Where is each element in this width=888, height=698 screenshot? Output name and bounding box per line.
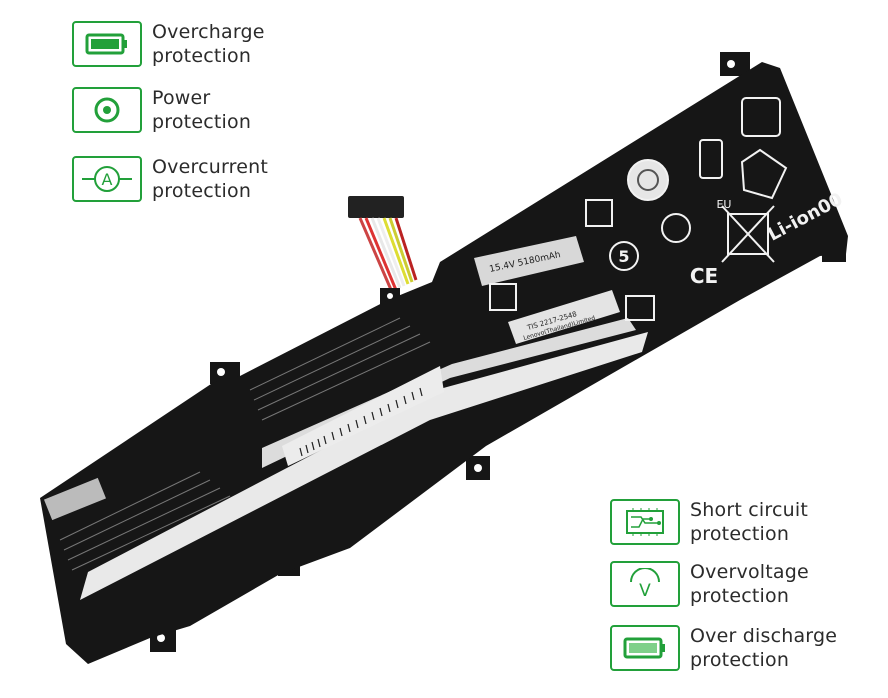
feature-label: Overcharge protection (152, 20, 265, 68)
label-barcode-area (282, 366, 444, 466)
feature-line2: protection (690, 523, 790, 545)
blurred-sticker (43, 477, 107, 521)
feature-label: Power protection (152, 86, 251, 134)
ce-mark: CE (690, 264, 718, 288)
feature-label: Over discharge protection (690, 624, 837, 672)
feature-line2: protection (690, 585, 790, 607)
label-upper (262, 318, 636, 468)
voltmeter-icon: V (610, 561, 680, 607)
svg-text:A: A (102, 170, 113, 189)
regulatory-marks (489, 97, 788, 321)
feature-line1: Power (152, 87, 211, 109)
feature-overvoltage: V Overvoltage protection (610, 560, 809, 608)
circuit-board-icon (610, 499, 680, 545)
label-tis (508, 290, 620, 344)
barcode (299, 387, 423, 457)
recycle-number: 5 (618, 247, 629, 266)
feature-short-circuit: Short circuit protection (610, 498, 808, 546)
feature-label: Overvoltage protection (690, 560, 809, 608)
feature-line1: Over discharge (690, 625, 838, 647)
eu-mark: EU (716, 198, 731, 211)
connector-cable (348, 196, 418, 293)
power-target-icon (72, 87, 142, 133)
battery-low-icon (610, 625, 680, 671)
feature-line1: Overcharge (152, 21, 265, 43)
fine-print (59, 317, 431, 571)
feature-power: Power protection (72, 86, 251, 134)
feature-overcurrent: A Overcurrent protection (72, 155, 268, 203)
feature-line1: Overcurrent (152, 156, 269, 178)
svg-text:V: V (639, 581, 651, 600)
feature-overcharge: Overcharge protection (72, 20, 265, 68)
feature-label: Overcurrent protection (152, 155, 268, 203)
feature-line2: protection (152, 180, 252, 202)
battery-full-icon (72, 21, 142, 67)
feature-line1: Overvoltage (690, 561, 809, 583)
feature-line2: protection (152, 45, 252, 67)
feature-line2: protection (690, 649, 790, 671)
label-lower (80, 332, 648, 600)
feature-line1: Short circuit (690, 499, 808, 521)
feature-line2: protection (152, 111, 252, 133)
feature-over-discharge: Over discharge protection (610, 624, 837, 672)
ammeter-icon: A (72, 156, 142, 202)
feature-label: Short circuit protection (690, 498, 808, 546)
label-rating (474, 236, 584, 286)
